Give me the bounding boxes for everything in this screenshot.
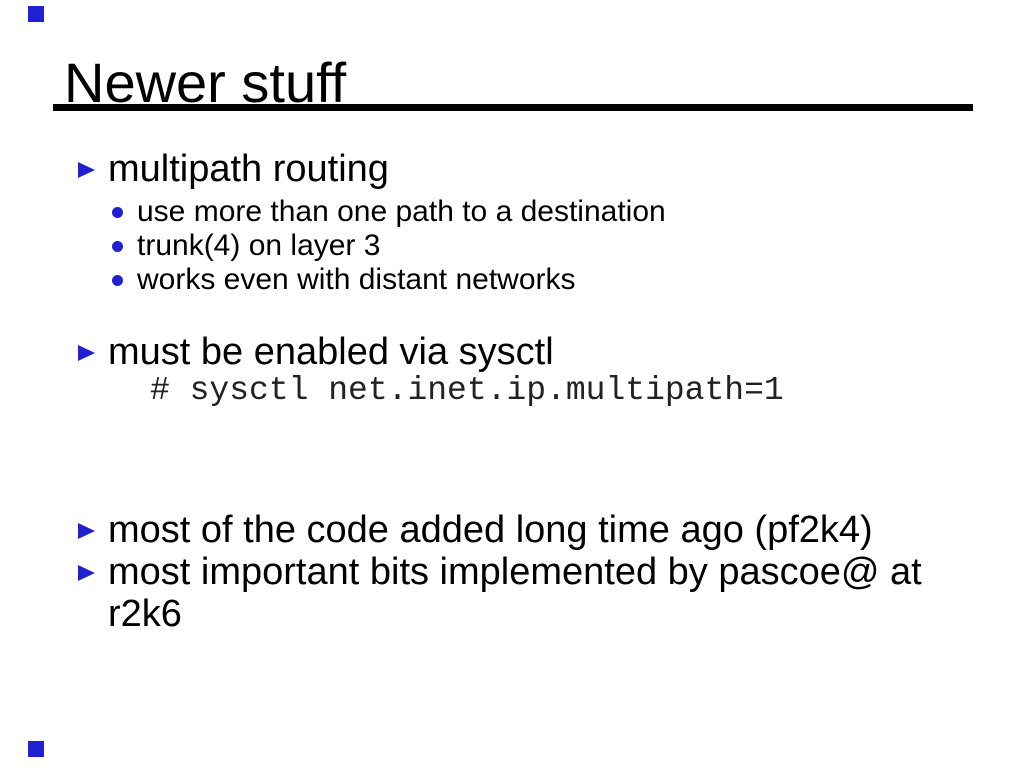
bullet-item-code-added: most of the code added long time ago (pf… bbox=[78, 509, 938, 551]
bullet-text: most of the code added long time ago (pf… bbox=[108, 509, 873, 551]
sub-bullet-text: trunk(4) on layer 3 bbox=[137, 229, 381, 262]
corner-marker-top-left-icon bbox=[28, 6, 44, 22]
bullet-text: most important bits implemented by pasco… bbox=[108, 551, 922, 635]
sysctl-command-code: # sysctl net.inet.ip.multipath=1 bbox=[150, 372, 784, 409]
sub-bullet-item: works even with distant networks bbox=[112, 263, 872, 297]
sub-bullet-text: works even with distant networks bbox=[137, 263, 576, 296]
bullet-item-sysctl: must be enabled via sysctl bbox=[78, 331, 938, 373]
triangle-bullet-icon bbox=[78, 162, 95, 178]
bullet-item-multipath-routing: multipath routing bbox=[78, 148, 938, 190]
bullet-text: multipath routing bbox=[108, 148, 389, 190]
bullet-item-pascoe: most important bits implemented by pasco… bbox=[78, 551, 938, 635]
sub-bullet-item: trunk(4) on layer 3 bbox=[112, 229, 872, 263]
sub-bullet-text: use more than one path to a destination bbox=[137, 195, 666, 228]
bullet-text: must be enabled via sysctl bbox=[108, 331, 554, 373]
triangle-bullet-icon bbox=[78, 523, 95, 539]
dot-bullet-icon bbox=[112, 241, 123, 252]
triangle-bullet-icon bbox=[78, 565, 95, 581]
triangle-bullet-icon bbox=[78, 345, 95, 361]
dot-bullet-icon bbox=[112, 207, 123, 218]
sub-bullet-list: use more than one path to a destination … bbox=[112, 195, 872, 297]
sub-bullet-item: use more than one path to a destination bbox=[112, 195, 872, 229]
dot-bullet-icon bbox=[112, 275, 123, 286]
title-underline bbox=[53, 104, 973, 111]
slide-title: Newer stuff bbox=[64, 51, 347, 114]
corner-marker-bottom-left-icon bbox=[28, 741, 44, 757]
